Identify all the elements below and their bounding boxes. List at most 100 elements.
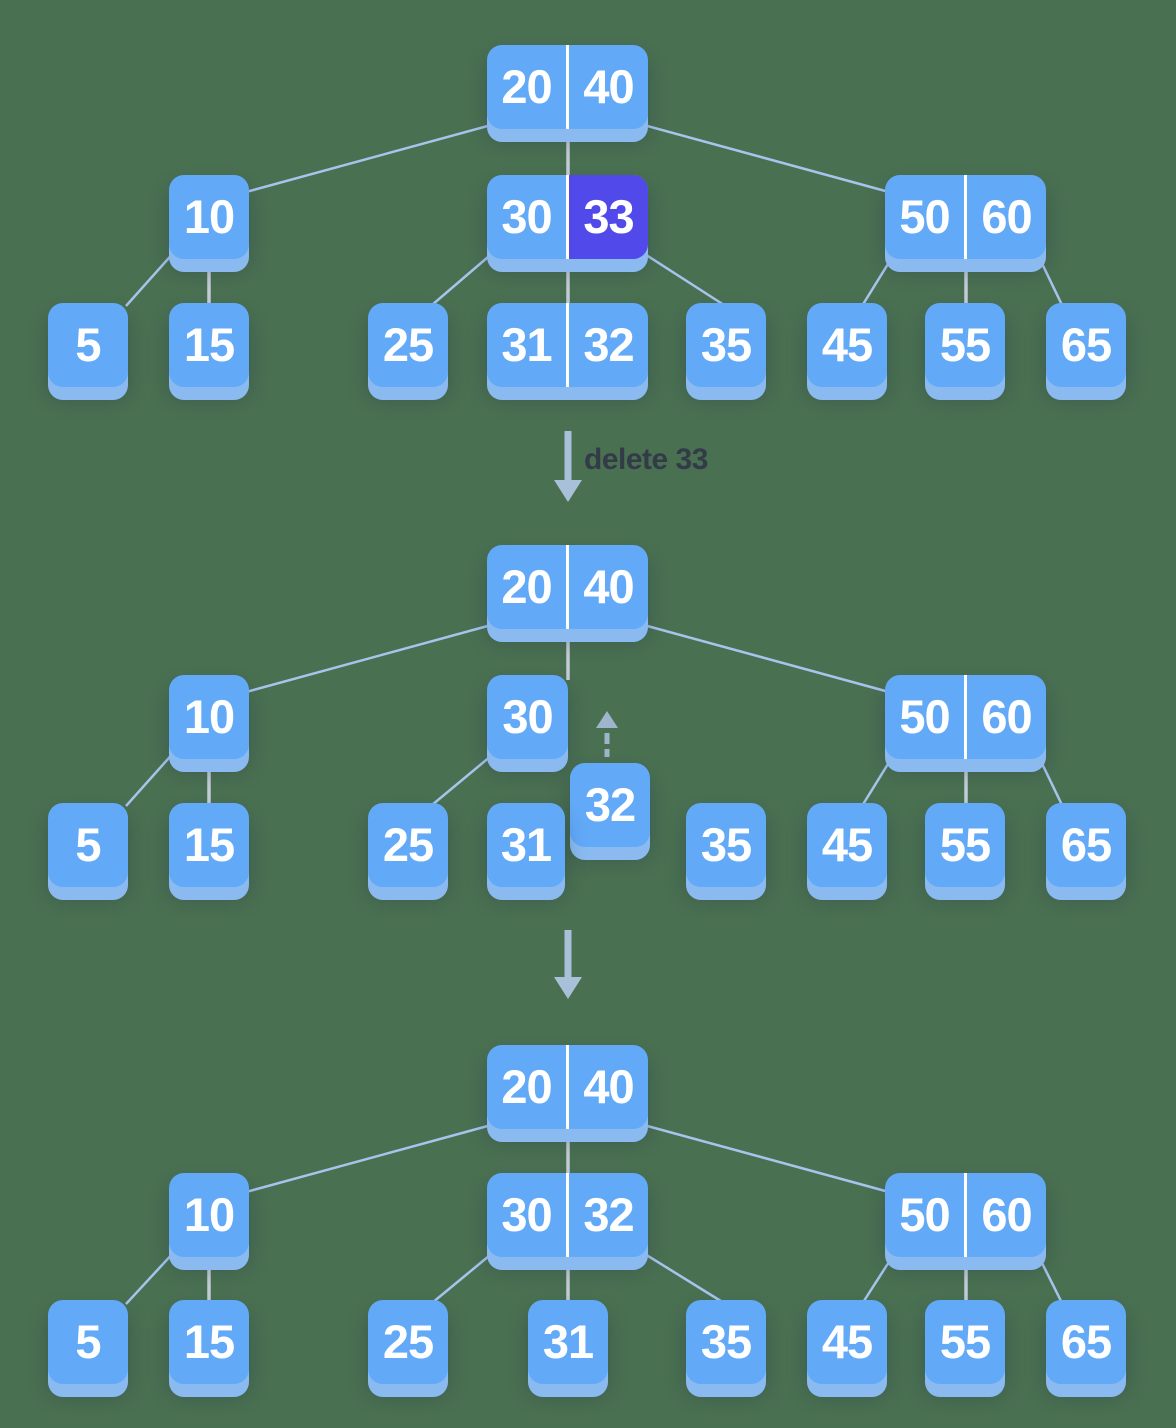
key-cell: 40 [566,1045,648,1129]
step-1-initial-node-25: 25 [368,303,448,387]
tree-edge [431,250,496,306]
key-cell: 5 [75,817,101,871]
key-cell: 5 [75,1314,101,1368]
key-cell: 60 [964,1173,1046,1257]
tree-edge [1034,1250,1064,1304]
key-cell: 25 [382,1314,434,1368]
key-cell: 35 [700,1314,752,1368]
highlighted-key-cell: 33 [566,175,648,259]
step-1-initial-node-45: 45 [807,303,887,387]
key-cell: 32 [566,1173,648,1257]
key-cell: 30 [501,189,552,243]
key-cell: 65 [1060,817,1112,871]
step-3-final-node-30-32: 30 32 [487,1173,648,1257]
delete-operation-label: delete 33 [584,443,708,476]
step-1-initial-node-65: 65 [1046,303,1126,387]
key-cell: 60 [964,175,1046,259]
key-cell: 30 [501,1187,552,1241]
step-3-final-node-45: 45 [807,1300,887,1384]
tree-edge [639,1249,725,1305]
key-cell: 40 [566,45,648,129]
key-cell: 10 [183,1187,235,1241]
step-2-promote-32-node-32: 32 [570,763,650,847]
key-cell: 5 [75,317,101,371]
key-cell: 32 [566,303,648,387]
key-cell: 35 [700,817,752,871]
step-3-final-node-35: 35 [686,1300,766,1384]
step-2-promote-32-node-10: 10 [169,675,249,759]
key-cell: 50 [899,1187,950,1241]
step-1-initial-node-5: 5 [48,303,128,387]
tree-edge [125,749,177,807]
key-cell: 31 [501,317,552,371]
tree-edge [125,249,177,307]
step-3-final-node-5: 5 [48,1300,128,1384]
step-arrow-down-icon [554,480,582,502]
tree-edge [125,1249,177,1305]
tree-edge [639,122,890,194]
tree-edge [245,622,496,694]
key-cell: 65 [1060,317,1112,371]
step-2-promote-32-node-25: 25 [368,803,448,887]
tree-edge [639,622,890,694]
step-arrow-down-icon [554,977,582,999]
tree-edge [245,122,496,194]
step-1-initial-node-10: 10 [169,175,249,259]
step-3-final-node-50-60: 50 60 [885,1173,1046,1257]
key-cell: 25 [382,317,434,371]
key-cell: 15 [183,817,235,871]
key-cell: 10 [183,189,235,243]
key-cell: 15 [183,317,235,371]
key-cell: 10 [183,689,235,743]
step-2-promote-32-node-31: 31 [487,803,565,887]
tree-edge [860,1250,898,1305]
tree-edge [639,249,725,307]
promote-arrow-up-icon [596,711,618,728]
key-cell: 55 [939,317,991,371]
tree-edge [245,1122,496,1194]
key-cell: 15 [183,1314,235,1368]
key-cell: 55 [939,1314,991,1368]
key-cell: 20 [501,59,552,113]
step-3-final-node-55: 55 [925,1300,1005,1384]
key-cell: 60 [964,675,1046,759]
key-cell: 50 [899,689,950,743]
step-2-promote-32-node-5: 5 [48,803,128,887]
key-cell: 65 [1060,1314,1112,1368]
key-cell: 30 [502,689,553,743]
step-3-final-node-31: 31 [528,1300,608,1384]
key-cell: 31 [542,1314,594,1368]
key-cell: 50 [899,189,950,243]
step-2-promote-32-node-65: 65 [1046,803,1126,887]
key-cell: 45 [821,1314,873,1368]
step-1-initial-node-31-32: 31 32 [487,303,648,387]
step-1-initial-node-15: 15 [169,303,249,387]
key-cell: 25 [382,817,434,871]
step-1-initial-node-35: 35 [686,303,766,387]
key-cell: 45 [821,817,873,871]
step-2-promote-32-node-50-60: 50 60 [885,675,1046,759]
step-1-initial-node-50-60: 50 60 [885,175,1046,259]
step-3-final-node-65: 65 [1046,1300,1126,1384]
key-cell: 20 [501,559,552,613]
step-1-initial-node-55: 55 [925,303,1005,387]
tree-edge [1034,750,1064,806]
key-cell: 40 [566,545,648,629]
step-1-initial-node-30-33: 30 33 [487,175,648,259]
key-cell: 32 [584,777,636,831]
key-cell: 31 [500,817,552,871]
tree-edge [1034,250,1064,306]
step-2-promote-32-node-45: 45 [807,803,887,887]
key-cell: 55 [939,817,991,871]
tree-edge [431,1250,496,1304]
tree-edge [860,750,898,807]
tree-edge [431,750,498,806]
step-2-promote-32-node-55: 55 [925,803,1005,887]
key-cell: 45 [821,317,873,371]
step-2-promote-32-node-35: 35 [686,803,766,887]
key-cell: 35 [700,317,752,371]
